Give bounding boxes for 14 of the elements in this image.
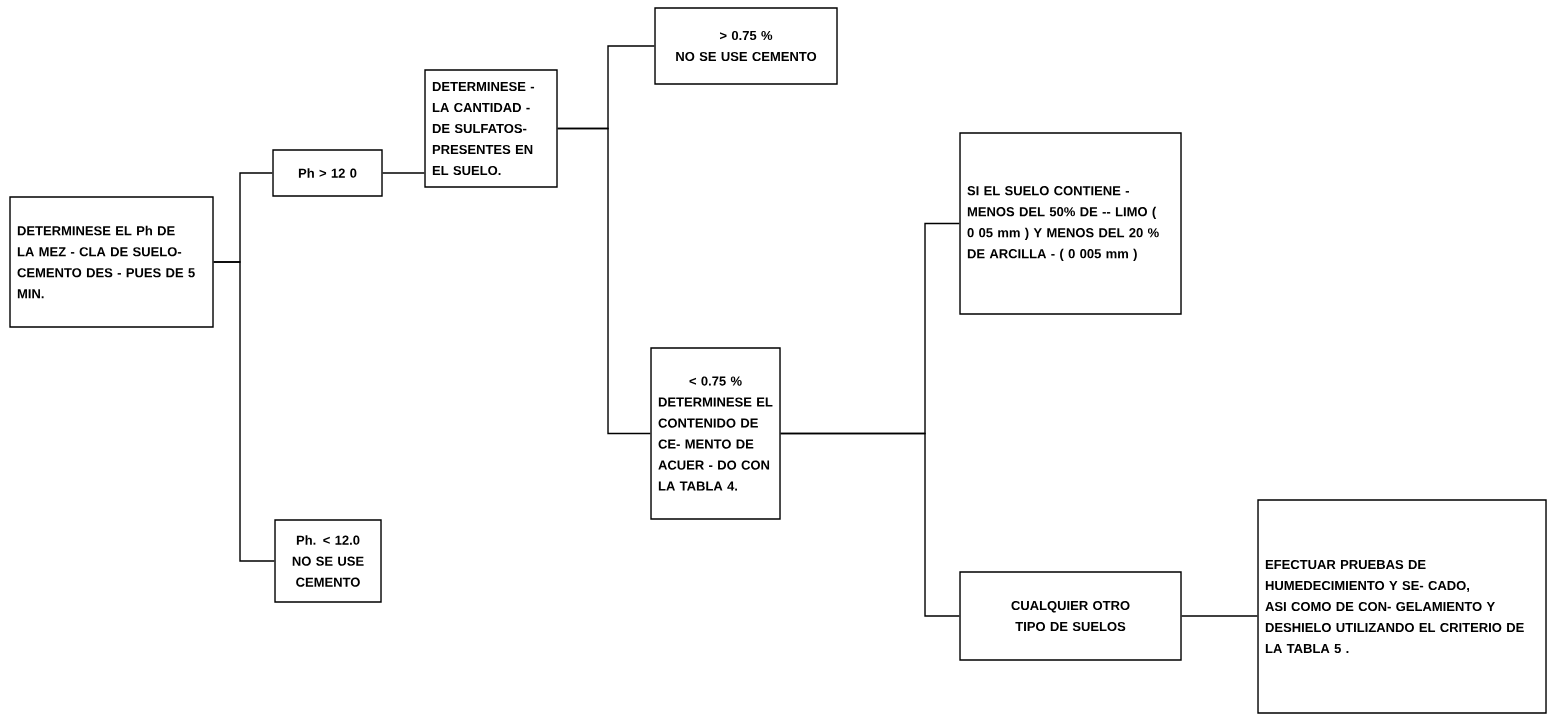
connector-line bbox=[557, 127, 651, 435]
process-box: EFECTUAR PRUEBAS DE HUMEDECIMIENTO Y SE- CADO, ASI COMO DE CON- GELAMIENTO Y DESHIELO UTILIZANDO EL CRITERIO DE LA TABLA 5 . bbox=[1257, 499, 1547, 714]
process-box: DETERMINESE - LA CANTIDAD - DE SULFATOS- PRESENTES EN EL SUELO. bbox=[424, 69, 558, 188]
connector-line bbox=[780, 432, 960, 617]
connector-line bbox=[382, 172, 425, 174]
process-box: Ph. < 12.0 NO SE USE CEMENTO bbox=[274, 519, 382, 603]
connector-line bbox=[1181, 615, 1258, 617]
process-box: SI EL SUELO CONTIENE - MENOS DEL 50% DE -- LIMO ( 0 05 mm ) Y MENOS DEL 20 % DE ARCILLA - ( 0 005 mm ) bbox=[959, 132, 1182, 315]
connector-line bbox=[213, 261, 275, 562]
process-box: CUALQUIER OTRO TIPO DE SUELOS bbox=[959, 571, 1182, 661]
process-box: > 0.75 % NO SE USE CEMENTO bbox=[654, 7, 838, 85]
process-box: DETERMINESE EL Ph DE LA MEZ - CLA DE SUELO- CEMENTO DES - PUES DE 5 MIN. bbox=[9, 196, 214, 328]
process-box: < 0.75 % DETERMINESE EL CONTENIDO DE CE- MENTO DE ACUER - DO CON LA TABLA 4. bbox=[650, 347, 781, 520]
process-box: Ph > 12 0 bbox=[272, 149, 383, 197]
